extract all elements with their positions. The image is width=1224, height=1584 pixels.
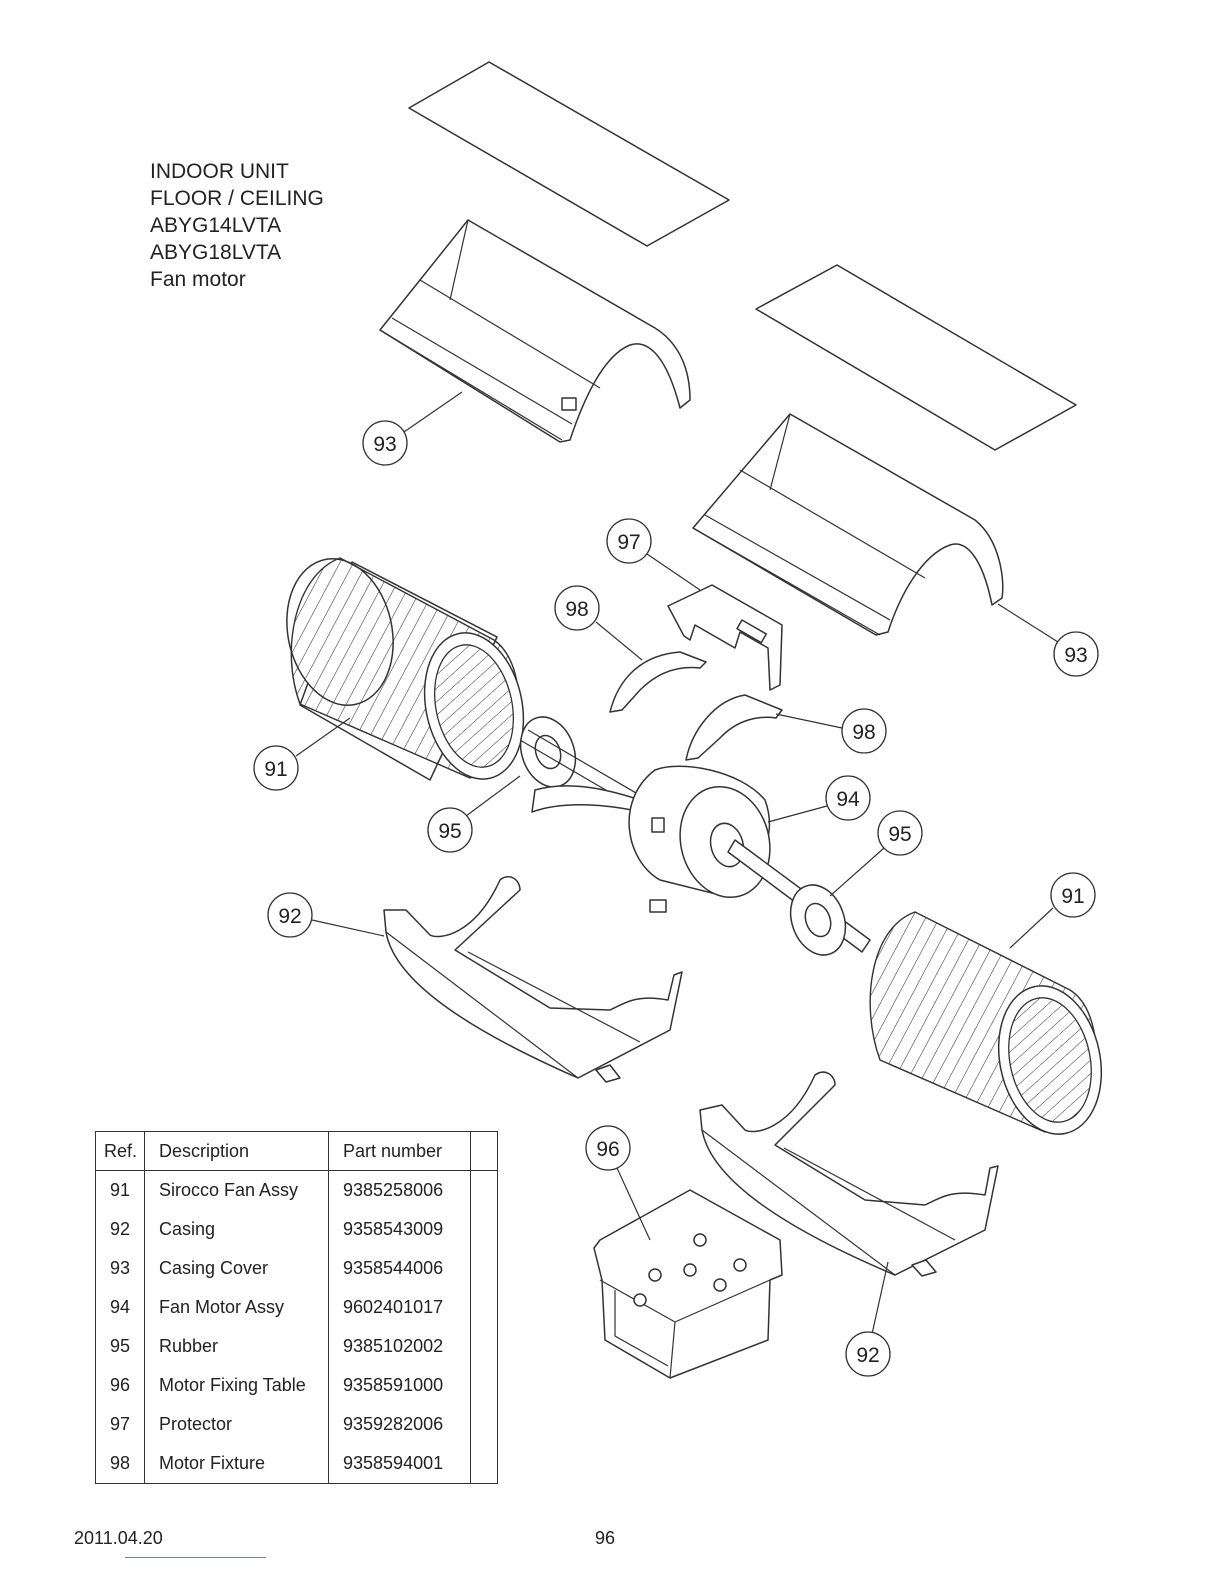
table-row: 97 Protector 9359282006	[95, 1405, 498, 1444]
callout-label: 91	[1061, 885, 1084, 908]
callout-label: 92	[856, 1344, 879, 1367]
table-row: 92 Casing 9358543009	[95, 1210, 498, 1249]
cell-description: Sirocco Fan Assy	[144, 1170, 329, 1210]
casing-cover-right	[692, 413, 1004, 636]
callout-label: 97	[617, 531, 640, 554]
callout-label: 94	[836, 788, 860, 811]
title-line-model-2: ABYG18LVTA	[150, 241, 282, 264]
sirocco-fan-left	[286, 557, 525, 781]
cell-part-number: 9358591000	[328, 1366, 471, 1405]
callout-95-right: 95	[877, 810, 923, 856]
sirocco-fan-right	[869, 911, 1103, 1135]
table-row: 91 Sirocco Fan Assy 9385258006	[95, 1170, 498, 1210]
callout-91-left: 91	[253, 745, 299, 791]
cell-part-number: 9358594001	[328, 1444, 471, 1484]
cell-description: Casing Cover	[144, 1249, 329, 1288]
filter-sheet-lower	[755, 264, 1077, 451]
casing-cover-upper	[379, 219, 691, 443]
callout-97: 97	[606, 518, 652, 564]
cell-extra	[470, 1327, 498, 1366]
cell-extra	[470, 1249, 498, 1288]
table-row: 98 Motor Fixture 9358594001	[95, 1444, 498, 1484]
cell-extra	[470, 1210, 498, 1249]
callout-label: 95	[888, 823, 911, 846]
motor-fixing-table	[593, 1189, 783, 1379]
cell-extra	[470, 1405, 498, 1444]
callout-93-upper: 93	[362, 420, 408, 466]
motor-fixture-right	[685, 694, 783, 761]
cell-ref: 97	[95, 1405, 145, 1444]
callout-label: 96	[596, 1138, 619, 1161]
callout-92-right: 92	[845, 1331, 891, 1377]
callout-label: 91	[264, 758, 287, 781]
cell-part-number: 9358543009	[328, 1210, 471, 1249]
parts-table: Ref. Description Part number 91 Sirocco …	[95, 1131, 498, 1484]
callout-label: 98	[565, 598, 588, 621]
filter-sheet-upper	[408, 61, 730, 247]
cell-description: Fan Motor Assy	[144, 1288, 329, 1327]
header-part-number: Part number	[328, 1131, 471, 1171]
cell-description: Motor Fixture	[144, 1444, 329, 1484]
motor-fixture-left	[609, 651, 707, 713]
callout-98-right: 98	[841, 708, 887, 754]
table-header-row: Ref. Description Part number	[95, 1131, 498, 1171]
cell-ref: 96	[95, 1366, 145, 1405]
cell-description: Motor Fixing Table	[144, 1366, 329, 1405]
protector	[667, 584, 783, 691]
cell-ref: 91	[95, 1170, 145, 1210]
header-description: Description	[144, 1131, 329, 1171]
page-number: 96	[595, 1528, 616, 1548]
callout-label: 93	[373, 433, 396, 456]
cell-extra	[470, 1170, 498, 1210]
cell-description: Rubber	[144, 1327, 329, 1366]
cell-ref: 93	[95, 1249, 145, 1288]
footer-date: 2011.04.20	[74, 1528, 163, 1548]
header-ref: Ref.	[95, 1131, 145, 1171]
cell-part-number: 9385102002	[328, 1327, 471, 1366]
rubber-right	[789, 884, 847, 956]
callout-label: 95	[438, 820, 461, 843]
cell-part-number: 9385258006	[328, 1170, 471, 1210]
cell-extra	[470, 1444, 498, 1484]
callout-95-left: 95	[427, 807, 473, 853]
cell-ref: 92	[95, 1210, 145, 1249]
cell-extra	[470, 1288, 498, 1327]
casing-right	[699, 1071, 999, 1277]
callout-label: 92	[278, 905, 301, 928]
callout-label: 98	[852, 721, 875, 744]
leader-lines	[295, 391, 1059, 1335]
callout-94: 94	[825, 775, 871, 821]
table-row: 94 Fan Motor Assy 9602401017	[95, 1288, 498, 1327]
cell-description: Casing	[144, 1210, 329, 1249]
table-row: 95 Rubber 9385102002	[95, 1327, 498, 1366]
cell-description: Protector	[144, 1405, 329, 1444]
header-extra	[470, 1131, 498, 1171]
table-row: 96 Motor Fixing Table 9358591000	[95, 1366, 498, 1405]
cell-extra	[470, 1366, 498, 1405]
title-line-model-1: ABYG14LVTA	[150, 214, 282, 237]
fan-motor	[519, 729, 871, 953]
cell-ref: 94	[95, 1288, 145, 1327]
title-line-unit: INDOOR UNIT	[150, 160, 289, 183]
casing-left	[383, 876, 683, 1083]
cell-ref: 95	[95, 1327, 145, 1366]
table-row: 93 Casing Cover 9358544006	[95, 1249, 498, 1288]
footer-rule	[125, 1557, 266, 1558]
title-line-type: FLOOR / CEILING	[150, 187, 324, 210]
cell-part-number: 9359282006	[328, 1405, 471, 1444]
callout-92-left: 92	[267, 892, 313, 938]
cell-ref: 98	[95, 1444, 145, 1484]
callout-98-upper: 98	[554, 585, 600, 631]
callout-91-right: 91	[1050, 872, 1096, 918]
callout-93-right: 93	[1053, 631, 1099, 677]
cell-part-number: 9602401017	[328, 1288, 471, 1327]
drawing-title-block: INDOOR UNIT FLOOR / CEILING ABYG14LVTA A…	[150, 158, 324, 293]
title-line-section: Fan motor	[150, 268, 246, 291]
cell-part-number: 9358544006	[328, 1249, 471, 1288]
callout-96: 96	[585, 1125, 631, 1171]
callout-label: 93	[1064, 644, 1087, 667]
